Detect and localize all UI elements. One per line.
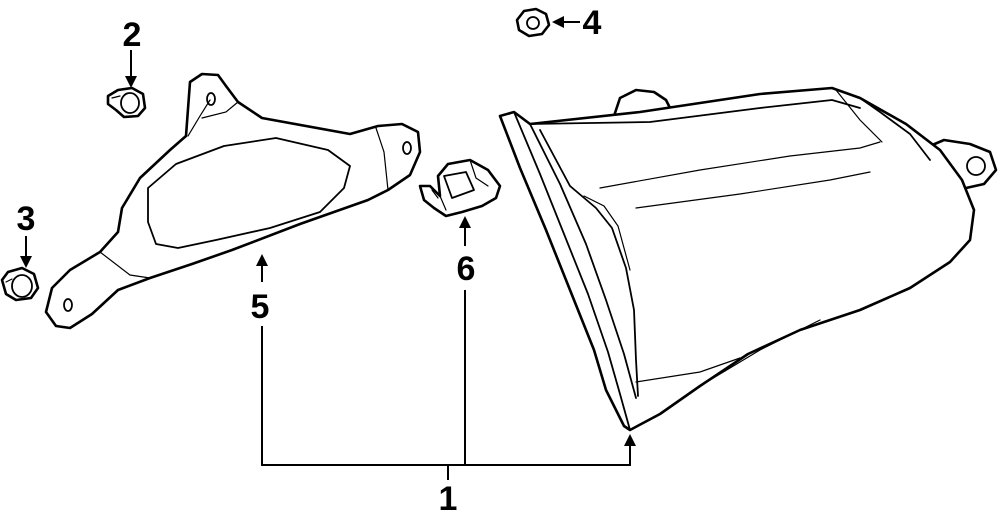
callout-3: 3 (17, 200, 36, 238)
part-3-nut[interactable] (0, 266, 40, 302)
arrow-2 (125, 76, 137, 88)
callout-4: 4 (583, 4, 602, 42)
part-1-lamp[interactable] (498, 86, 998, 432)
callout-1: 1 (439, 480, 458, 518)
arrow-4 (552, 16, 564, 28)
arrow-1 (624, 434, 636, 446)
part-4-nut[interactable] (515, 7, 551, 38)
part-6-socket[interactable] (418, 158, 502, 218)
part-5-bracket[interactable] (44, 72, 422, 330)
callout-5: 5 (251, 288, 270, 326)
callouts: 1 2 3 4 5 6 (17, 4, 602, 518)
arrow-6 (459, 216, 471, 228)
callout-6: 6 (457, 250, 476, 288)
part-2-clip[interactable] (106, 86, 147, 119)
callout-2: 2 (123, 16, 142, 54)
arrow-3 (20, 256, 32, 268)
arrow-5 (256, 254, 268, 266)
leader-lines (20, 16, 636, 480)
